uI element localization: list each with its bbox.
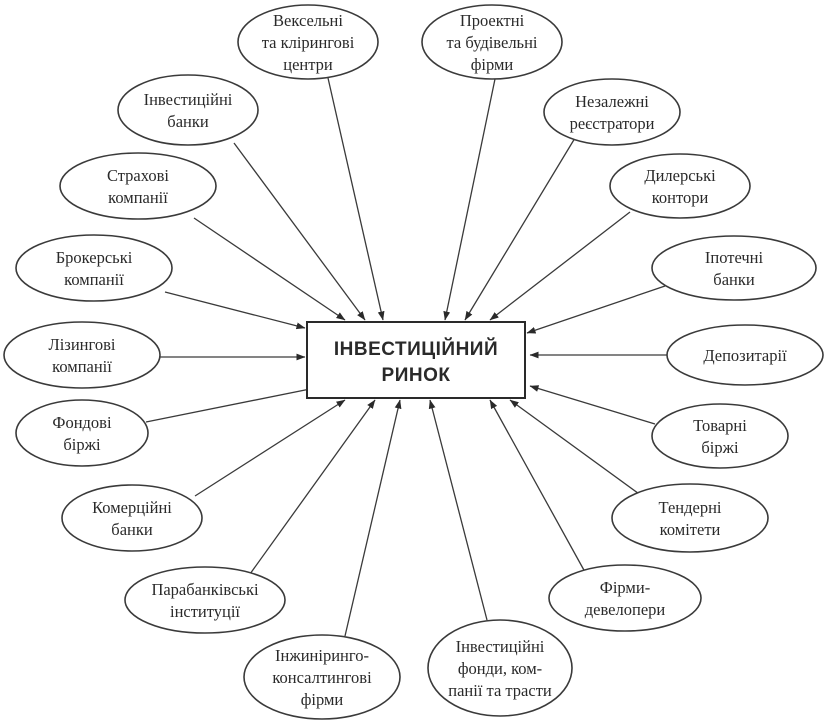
node-label-komertsiini-line-2: банки [111,520,153,539]
arrow-ipotechni [526,285,666,334]
arrow-fondovi [145,385,321,423]
node-label-fondovi-line-1: Фондові [52,413,112,432]
node-label-strakhovi-line-2: компанії [108,188,168,207]
node-ellipse-lizyngovi [3,321,161,389]
node-label-investbanky-line-1: Інвестиційні [144,90,233,109]
node-label-depozytarii-line-1: Депозитарії [703,346,787,365]
center-box [306,321,526,399]
node-ellipse-brokerski [15,234,173,302]
node-label-proektni-line-3: фірми [471,55,514,74]
node-label-lizyngovi-line-2: компанії [52,357,112,376]
arrow-tovarni [529,385,656,425]
node-fondovi: Фондові біржі [15,399,149,467]
node-ellipse-veksel [237,4,379,80]
node-label-inzhyniryng-line-2: консалтингові [272,668,372,687]
node-label-dilerski-line-1: Дилерські [644,166,716,185]
node-label-brokerski-line-2: компанії [64,270,124,289]
node-fondy: Інвестиційні фонди, ком-панії та трасти [427,619,573,717]
node-label-veksel-line-1: Вексельні [273,11,343,30]
node-label-lizyngovi-line-1: Лізингові [49,335,116,354]
node-label-proektni-line-1: Проектні [460,11,525,30]
node-label-fondovi-line-2: біржі [63,435,101,454]
node-proektni: Проектні та будівельні фірми [421,4,563,80]
nodes-layer: Вексельні та клірингові центри Проектні та б… [3,4,824,720]
node-lizyngovi: Лізингові компанії [3,321,161,389]
node-label-fondy-line-2: фонди, ком- [458,659,542,678]
node-label-parabank-line-2: інституції [170,602,240,621]
node-ellipse-tovarni [651,403,789,469]
node-ellipse-developery [548,564,702,632]
node-label-tenderni-line-2: комітети [660,520,721,539]
arrow-developery [489,399,586,573]
node-label-komertsiini-line-1: Комерційні [92,498,172,517]
node-label-parabank-line-1: Парабанківські [151,580,259,599]
node-label-veksel-line-2: та клірингові [262,33,355,52]
node-label-inzhyniryng-line-3: фірми [301,690,344,709]
node-label-investbanky-line-2: банки [167,112,209,131]
node-strakhovi: Страхові компанії [59,152,217,220]
arrow-brokerski [164,291,306,330]
node-parabank: Парабанківські інституції [124,566,286,634]
node-label-strakhovi-line-1: Страхові [107,166,169,185]
node-label-veksel-line-3: центри [283,55,333,74]
node-label-tovarni-line-1: Товарні [693,416,747,435]
node-brokerski: Брокерські компанії [15,234,173,302]
arrow-parabank [249,399,376,575]
node-investbanky: Інвестиційні банки [117,74,259,146]
node-komertsiini: Комерційні банки [61,484,203,552]
node-ellipse-proektni [421,4,563,80]
node-label-proektni-line-2: та будівельні [446,33,537,52]
arrow-fondy [428,399,488,621]
node-label-fondy-line-3: панії та трасти [448,681,552,700]
node-ellipse-strakhovi [59,152,217,220]
node-ipotechni: Іпотечні банки [651,235,817,301]
arrow-nezalezhni [464,137,576,321]
node-label-tovarni-line-2: біржі [701,438,739,457]
node-label-dilerski-line-2: контори [652,188,709,207]
node-ellipse-komertsiini [61,484,203,552]
node-ellipse-dilerski [609,153,751,219]
node-ellipse-fondovi [15,399,149,467]
node-label-ipotechni-line-1: Іпотечні [705,248,764,267]
center-label-line-2: РИНОК [382,365,451,386]
node-label-brokerski-line-1: Брокерські [56,248,133,267]
node-ellipse-tenderni [611,483,769,553]
node-ellipse-depozytarii [666,324,824,386]
node-developery: Фірми-девелопери [548,564,702,632]
node-label-inzhyniryng-line-1: Інжиніринго- [275,646,369,665]
node-ellipse-nezalezhni [543,78,681,146]
node-inzhyniryng: Інжиніринго-консалтингові фірми [243,634,401,720]
arrow-tenderni [509,399,643,497]
arrows-layer [145,77,667,637]
center-node: ІНВЕСТИЦІЙНИЙ РИНОК [306,321,526,399]
node-dilerski: Дилерські контори [609,153,751,219]
arrow-strakhovi [193,217,346,321]
arrow-inzhyniryng [344,399,402,637]
node-depozytarii: Депозитарії [666,324,824,386]
node-label-developery-line-2: девелопери [585,600,666,619]
arrow-proektni [443,78,496,321]
node-veksel: Вексельні та клірингові центри [237,4,379,80]
node-tenderni: Тендерні комітети [611,483,769,553]
node-ellipse-investbanky [117,74,259,146]
node-label-tenderni-line-1: Тендерні [659,498,722,517]
node-ellipse-fondy [427,619,573,717]
node-label-developery-line-1: Фірми- [600,578,650,597]
node-label-fondy-line-1: Інвестиційні [456,637,545,656]
node-tovarni: Товарні біржі [651,403,789,469]
arrow-komertsiini [194,399,346,497]
node-ellipse-parabank [124,566,286,634]
node-nezalezhni: Незалежні реєстратори [543,78,681,146]
node-ellipse-inzhyniryng [243,634,401,720]
arrow-dilerski [489,211,631,321]
arrow-veksel [327,77,385,321]
node-label-ipotechni-line-2: банки [713,270,755,289]
arrow-investbanky [233,142,366,321]
center-label-line-1: ІНВЕСТИЦІЙНИЙ [334,338,498,360]
node-ellipse-ipotechni [651,235,817,301]
node-label-nezalezhni-line-1: Незалежні [575,92,649,111]
node-label-nezalezhni-line-2: реєстратори [570,114,655,133]
